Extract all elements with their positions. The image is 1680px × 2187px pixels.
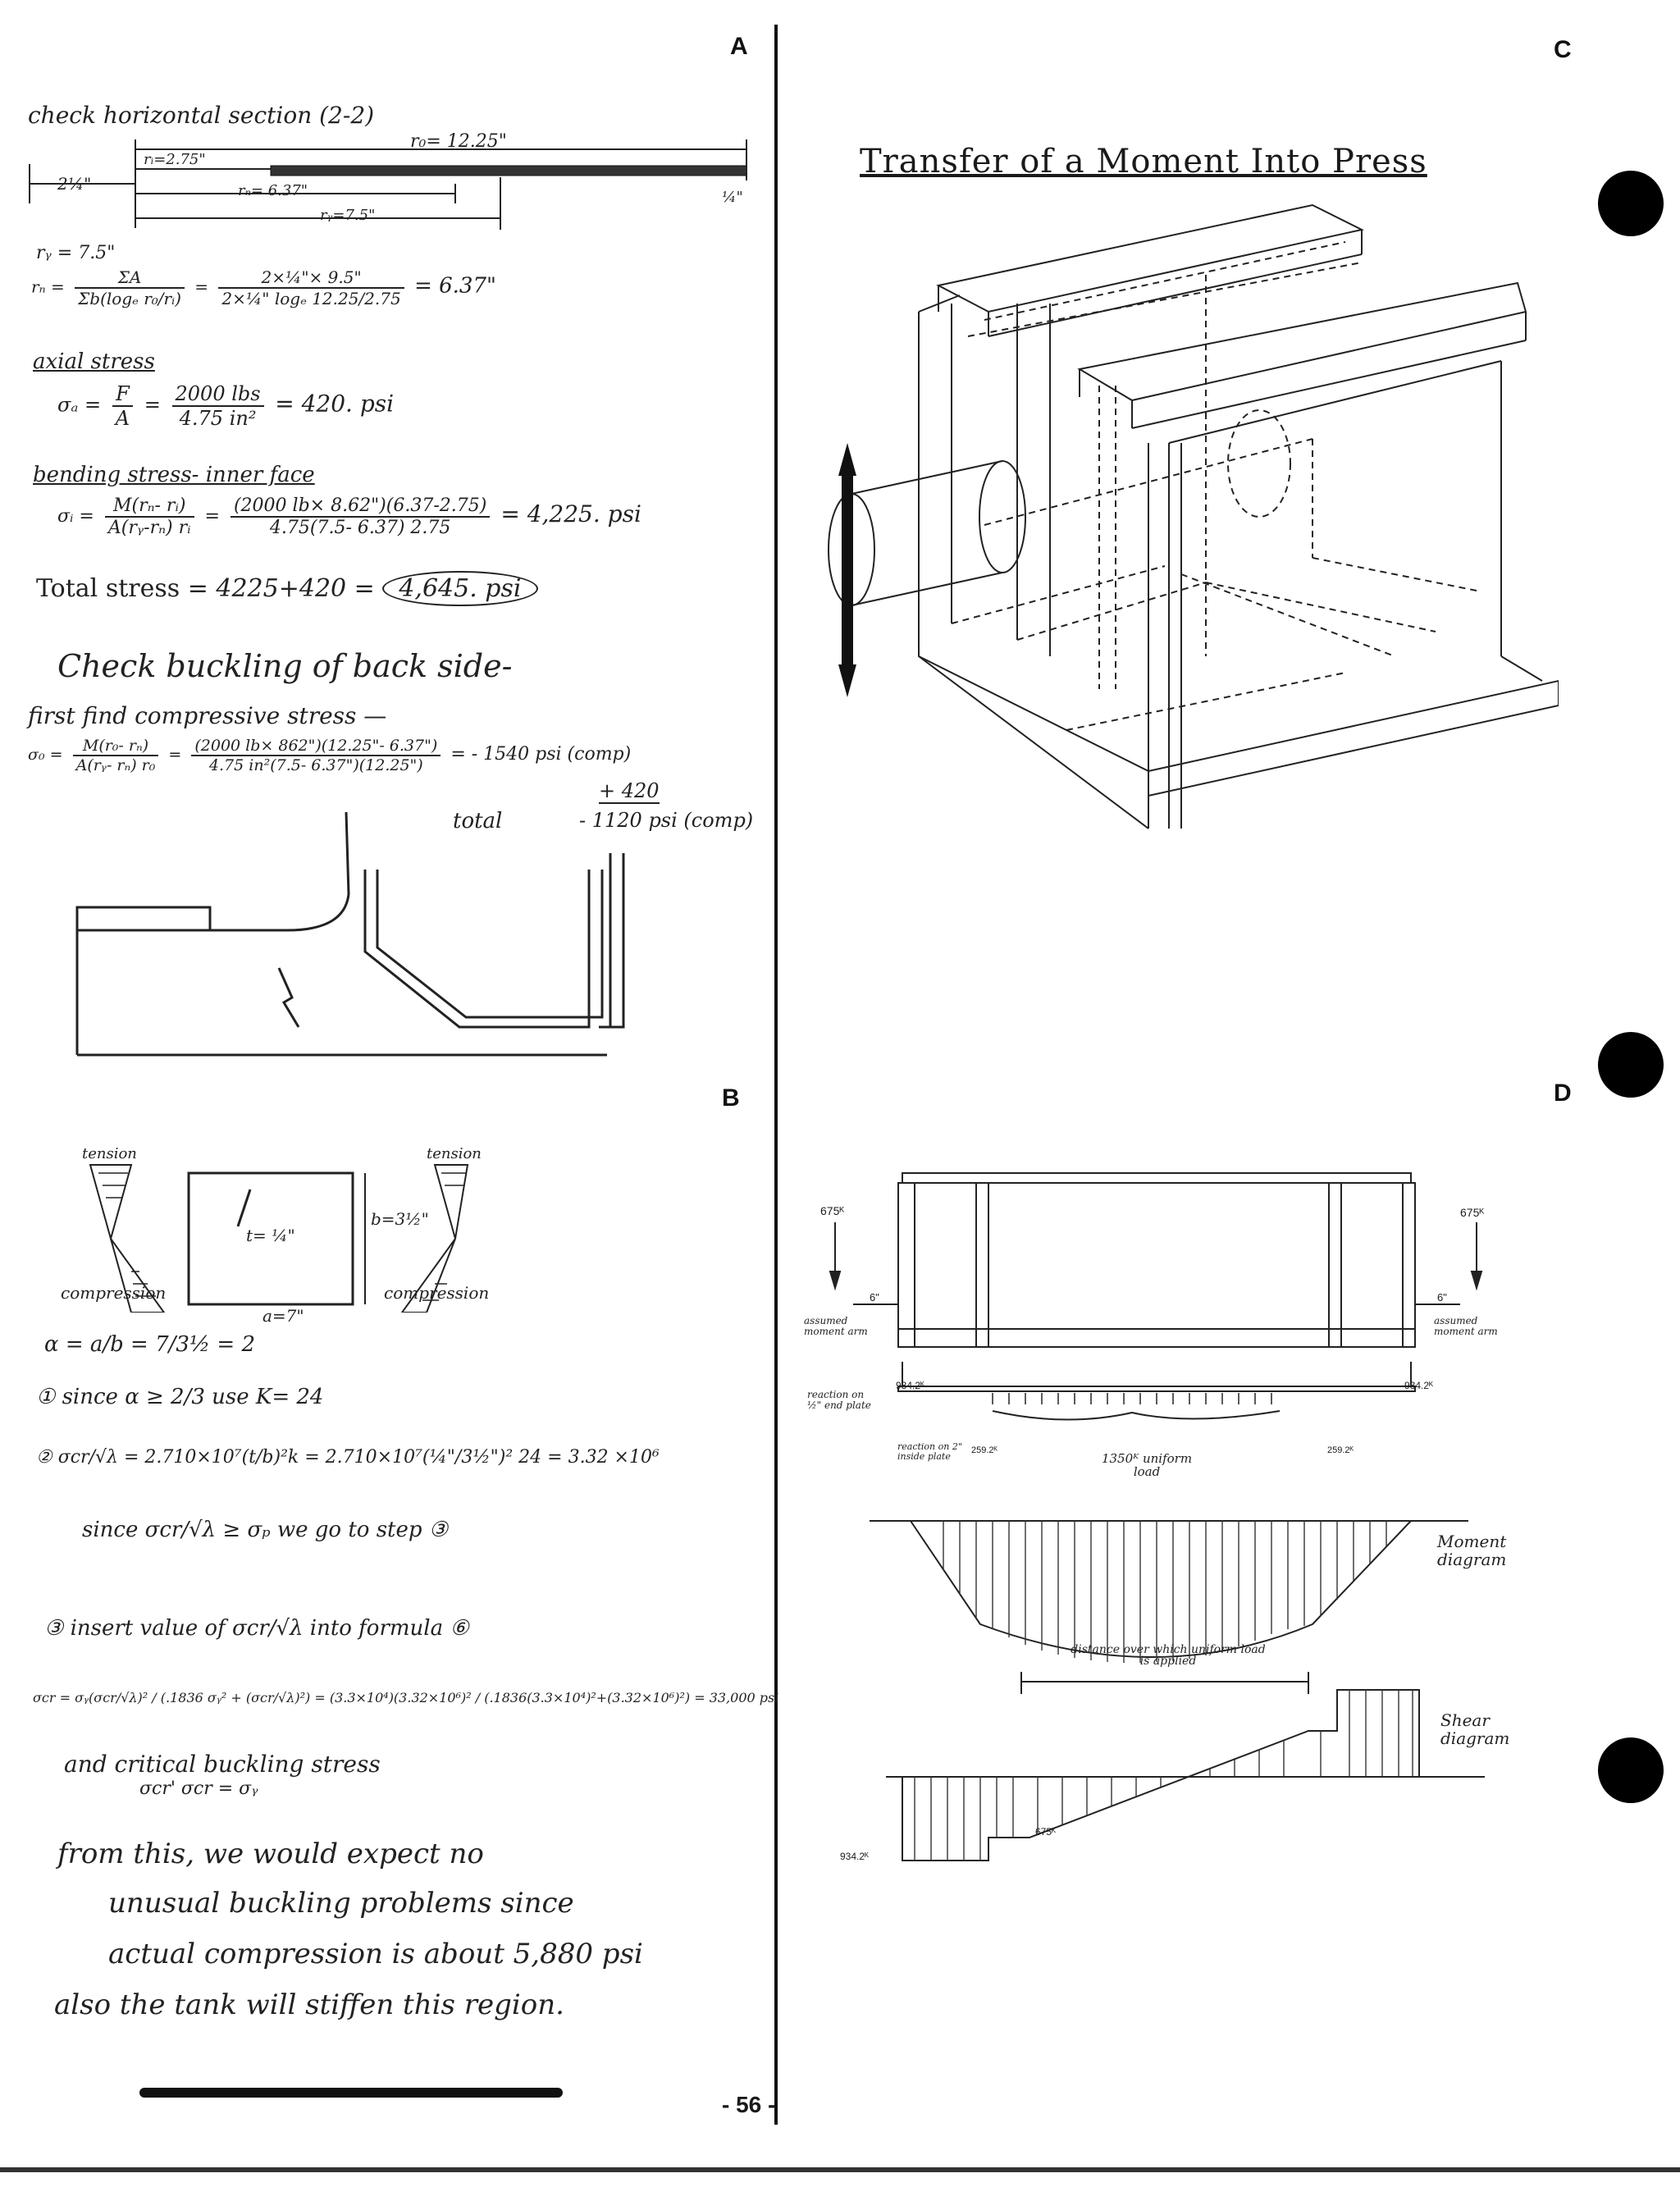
- page-number: - 56 -: [722, 2092, 776, 2117]
- stress-distribution-sketch: [89, 1164, 469, 1313]
- reaction-inside-label: reaction on 2" inside plate: [897, 1441, 962, 1462]
- bottom-rule: [0, 2167, 1680, 2172]
- step-2b: since σcr/√λ ≥ σₚ we go to step ③: [82, 1518, 449, 1542]
- conclusion-4: also the tank will stiffen this region.: [54, 1988, 564, 2021]
- step-3: ③ insert value of σcr/√λ into formula ⑥: [44, 1616, 469, 1641]
- dim-ro: r₀= 12.25": [410, 131, 507, 152]
- section-c-title: Transfer of a Moment Into Press: [860, 143, 1427, 180]
- thickness-label: t= ¼": [246, 1226, 295, 1245]
- uniform-load-label: 1350ᴷ uniform load: [1101, 1451, 1193, 1479]
- alpha-line: α = a/b = 7/3½ = 2: [44, 1332, 255, 1357]
- compressive-heading: first find compressive stress —: [28, 702, 387, 729]
- dim-thickness: ¼": [722, 189, 743, 206]
- binder-hole-middle: [1598, 1032, 1664, 1098]
- load-left: 675ᴷ: [820, 1204, 845, 1217]
- rg-line: rᵧ = 7.5": [36, 243, 116, 263]
- reaction-left: 934.2ᴷ: [896, 1380, 925, 1391]
- comp-formula: σ₀ = M(r₀- rₙ)A(rᵧ- rₙ) r₀ = (2000 lb× 8…: [28, 737, 632, 774]
- arm-left-dim: 6": [870, 1291, 879, 1304]
- conclusion-1: from this, we would expect no: [57, 1838, 484, 1870]
- critical-formula: σcr' σcr = σᵧ: [139, 1778, 258, 1799]
- assumed-arm-right: assumed moment arm: [1434, 1315, 1498, 1337]
- horizontal-section-sketch: [29, 139, 747, 230]
- compression-left: compression: [61, 1283, 167, 1303]
- total-stress-result: 4,645. psi: [382, 571, 538, 606]
- bending-formula: σᵢ = M(rₙ- rᵢ)A(rᵧ-rₙ) rᵢ = (2000 lb× 8.…: [57, 495, 641, 538]
- total-stress: Total stress = 4225+420 = 4,645. psi: [36, 571, 538, 606]
- section-a-heading: check horizontal section (2-2): [28, 102, 375, 129]
- distance-label: distance over which uniform load is appl…: [1071, 1643, 1266, 1668]
- column-divider: [774, 25, 778, 2125]
- binder-hole-bottom: [1598, 1737, 1664, 1803]
- shear-low-value: 934.2ᴷ: [840, 1851, 870, 1862]
- reaction-right: 934.2ᴷ: [1404, 1380, 1434, 1391]
- step-2: ② σcr/√λ = 2.710×10⁷(t/b)²k = 2.710×10⁷(…: [36, 1447, 660, 1468]
- comp-total: - 1120 psi (comp): [579, 809, 754, 832]
- step-1: ① since α ≥ 2/3 use K= 24: [36, 1385, 324, 1409]
- a-dimension-label: a=7": [262, 1306, 304, 1326]
- beam-load-diagram: [829, 1172, 1485, 1861]
- dim-ri: rᵢ=2.75": [144, 151, 206, 168]
- critical-label: and critical buckling stress: [64, 1751, 381, 1778]
- press-isometric-drawing: [828, 203, 1559, 829]
- panel-letter-b: B: [722, 1084, 740, 1112]
- tension-right: tension: [427, 1145, 482, 1162]
- axial-stress-heading: axial stress: [33, 349, 155, 374]
- binder-hole-top: [1598, 171, 1664, 236]
- dim-left: 2¼": [57, 174, 92, 194]
- inside-value-left: 259.2ᴷ: [971, 1445, 998, 1455]
- b-dimension-label: b=3½": [371, 1209, 429, 1229]
- panel-letter-d: D: [1554, 1080, 1572, 1107]
- reaction-plate-label: reaction on ½" end plate: [807, 1389, 871, 1411]
- conclusion-3: actual compression is about 5,880 psi: [108, 1938, 643, 1970]
- back-side-sketch: [75, 812, 625, 1057]
- shear-diagram-label: Shear diagram: [1440, 1710, 1510, 1748]
- load-right: 675ᴷ: [1460, 1206, 1485, 1219]
- step-3-formula: σcr = σᵧ(σcr/√λ)² / (.1836 σᵧ² + (σcr/√λ…: [33, 1690, 779, 1705]
- inside-value-right: 259.2ᴷ: [1327, 1445, 1354, 1455]
- buckling-heading: Check buckling of back side-: [57, 648, 513, 684]
- comp-add: + 420: [599, 779, 660, 804]
- moment-diagram-label: Moment diagram: [1437, 1532, 1507, 1569]
- panel-letter-a: A: [730, 33, 748, 60]
- dim-rn: rₙ= 6.37": [238, 182, 308, 199]
- comp-total-label: total: [453, 809, 503, 833]
- bending-stress-heading: bending stress- inner face: [33, 463, 315, 487]
- shear-mid-value: 675ᴷ: [1035, 1826, 1057, 1838]
- panel-letter-c: C: [1554, 36, 1572, 63]
- dim-rg: rᵧ=7.5": [320, 207, 376, 224]
- tension-left: tension: [82, 1145, 137, 1162]
- arm-right-dim: 6": [1437, 1291, 1447, 1304]
- conclusion-2: unusual buckling problems since: [108, 1887, 574, 1920]
- signature-stroke: [139, 2088, 563, 2098]
- assumed-arm-left: assumed moment arm: [804, 1315, 868, 1337]
- compression-right: compression: [384, 1283, 490, 1303]
